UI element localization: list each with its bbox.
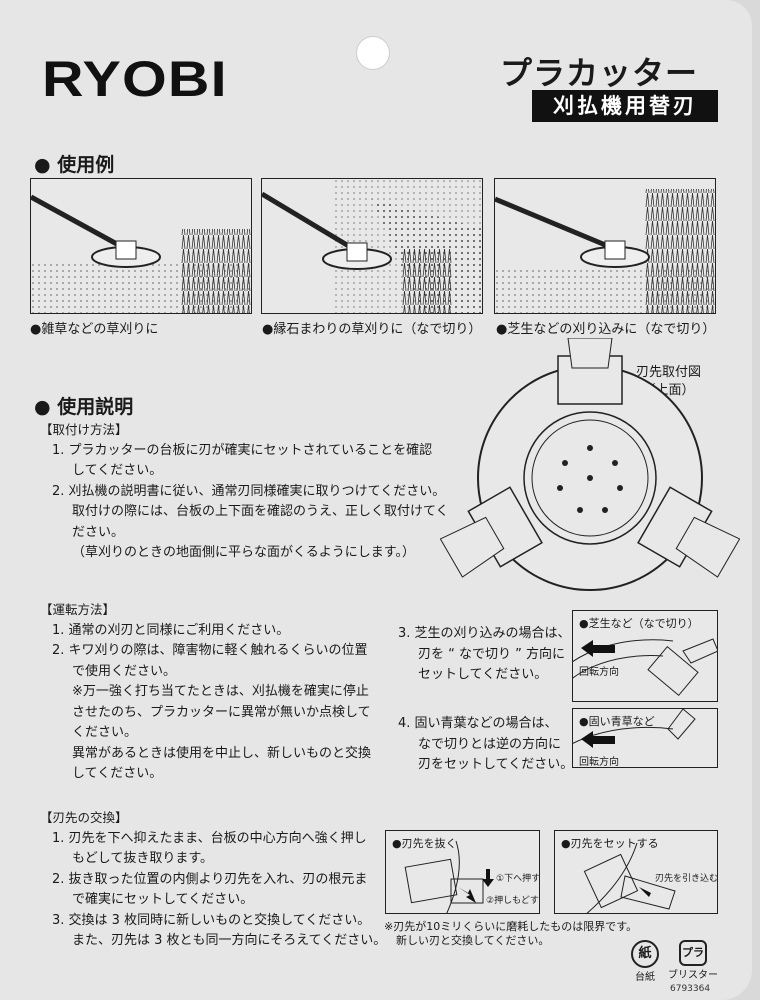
box-label: ●刃先を抜く (392, 837, 457, 850)
plastic-recycle-mark: プラ ブリスター (668, 940, 718, 981)
box-label: ●芝生など（なで切り） (579, 617, 699, 630)
pull-label: 刃先を引き込む (655, 874, 718, 884)
hang-hole (356, 36, 390, 70)
item-line: 通常の刈刃と同様にご利用ください。 (68, 622, 290, 638)
item-num: 1. (52, 830, 65, 846)
replacement-title: 【刃先の交換】 (40, 810, 128, 825)
item-line: で確実にセットしてください。 (72, 892, 254, 907)
item-line: させたのち、プラカッターに異常が無いか点検して (72, 704, 371, 720)
operation-title: 【運転方法】 (40, 602, 116, 617)
item-line: 刃をセットしてください。 (418, 757, 574, 772)
step-label: ①下へ押す (496, 874, 540, 884)
item-line: 異常があるときは使用を中止し、新しいものと交換 (72, 745, 372, 761)
item-line: ください。 (72, 725, 138, 740)
item-line: 芝生の刈り込みの場合は、 (414, 626, 571, 641)
item-num: 2. (52, 871, 65, 887)
wear-note: ※刃先が10ミリくらいに磨耗したものは限界です。 新しい刃と交換してください。 (384, 920, 637, 948)
caption-weeds: ●雑草などの草刈りに (30, 322, 159, 337)
item-line: してください。 (72, 463, 163, 478)
item-line: してください。 (72, 766, 163, 781)
item-line: なで切りとは逆の方向に (418, 736, 562, 752)
product-title: プラカッター (500, 54, 699, 92)
brand-logo: RYOBI (42, 51, 228, 107)
product-code: 6793364 (670, 984, 711, 994)
paper-recycle-icon: 紙 (631, 940, 659, 968)
usage-heading: ● 使用例 (34, 154, 115, 176)
item-line: キワ刈りの際は、障害物に軽く触れるくらいの位置 (68, 643, 368, 658)
item-num: 3. (52, 912, 65, 928)
box-label: ●固い青草など (579, 715, 655, 728)
item-num: 4. (398, 716, 411, 731)
item-line: 刃を “ なで切り ” 方向に (418, 646, 565, 662)
mounting-title: 【取付け方法】 (40, 422, 128, 437)
note-line: ※刃先が10ミリくらいに磨耗したものは限界です。 (384, 920, 638, 933)
box-label: ●刃先をセットする (561, 837, 659, 850)
item-num: 1. (52, 442, 65, 458)
plastic-recycle-icon: プラ (679, 940, 707, 966)
item-num: 3. (398, 626, 411, 641)
paper-recycle-label: 台紙 (635, 972, 655, 983)
item-line: 固い青葉などの場合は、 (414, 716, 558, 731)
item-num: 2. (52, 643, 65, 658)
item-line: もどして抜き取ります。 (72, 851, 214, 866)
step-label: ②押しもどす (486, 896, 539, 906)
operation-item-3: 3. 芝生の刈り込みの場合は、 刃を “ なで切り ” 方向に セットしてくださ… (398, 624, 571, 686)
item-line: また、刃先は 3 枚とも同一方向にそろえてください。 (72, 933, 387, 948)
item-line: で使用ください。 (72, 663, 177, 679)
usage-illustration-curb (261, 178, 483, 314)
remove-blade-box: ●刃先を抜く ①下へ押す ②押しもどす (385, 830, 540, 914)
item-line: ※万一強く打ち当てたときは、刈払機を確実に停止 (72, 684, 369, 699)
item-line: 取付けの際には、台板の上下面を確認のうえ、正しく取付けてく (72, 504, 449, 519)
hard-grass-direction-box: ●固い青草など 回転方向 (572, 708, 718, 768)
blade-diagram (440, 338, 740, 591)
rotation-label: 回転方向 (579, 757, 619, 768)
item-line: プラカッターの台板に刃が確実にセットされていることを確認 (68, 442, 433, 458)
usage-illustration-weeds (30, 178, 252, 314)
replacement-section: 【刃先の交換】 1. 刃先を下へ抑えたまま、台板の中心方向へ強く押し もどして抜… (40, 808, 386, 952)
diagram-label-line: 刃先取付図 (636, 365, 702, 380)
usage-illustration-lawn (494, 178, 716, 314)
instructions-heading: ● 使用説明 (34, 396, 134, 418)
set-blade-box: ●刃先をセットする 刃先を引き込む (554, 830, 718, 914)
operation-section: 【運転方法】 1. 通常の刈刃と同様にご利用ください。 2. キワ刈りの際は、障… (40, 600, 371, 785)
rotation-label: 回転方向 (579, 667, 619, 678)
product-subtitle: 刈払機用替刃 (532, 90, 718, 122)
item-line: 刃先を下へ抑えたまま、台板の中心方向へ強く押し (68, 830, 367, 846)
caption-lawn: ●芝生などの刈り込みに（なで切り） (496, 322, 716, 337)
caption-curb: ●縁石まわりの草刈りに（なで切り） (262, 322, 482, 337)
operation-item-4: 4. 固い青葉などの場合は、 なで切りとは逆の方向に 刃をセットしてください。 (398, 714, 573, 776)
item-line: 抜き取った位置の内側より刃先を入れ、刃の根元ま (68, 871, 368, 887)
mounting-section: 【取付け方法】 1. プラカッターの台板に刃が確実にセットされていることを確認 … (40, 420, 449, 564)
paper-recycle-mark: 紙 台紙 (628, 940, 662, 983)
item-num: 2. (52, 483, 65, 499)
note-line: 新しい刃と交換してください。 (396, 934, 550, 947)
item-line: 刈払機の説明書に従い、通常刃同様確実に取りつけてください。 (68, 483, 446, 499)
item-line: （草刈りのときの地面側に平らな面がくるようにします。） (72, 545, 415, 560)
lawn-direction-box: ●芝生など（なで切り） 回転方向 (572, 610, 718, 702)
item-num: 1. (52, 622, 65, 638)
plastic-recycle-label: ブリスター (668, 970, 718, 981)
item-line: 交換は 3 枚同時に新しいものと交換してください。 (68, 912, 371, 928)
item-line: ださい。 (72, 524, 125, 540)
item-line: セットしてください。 (418, 667, 548, 682)
